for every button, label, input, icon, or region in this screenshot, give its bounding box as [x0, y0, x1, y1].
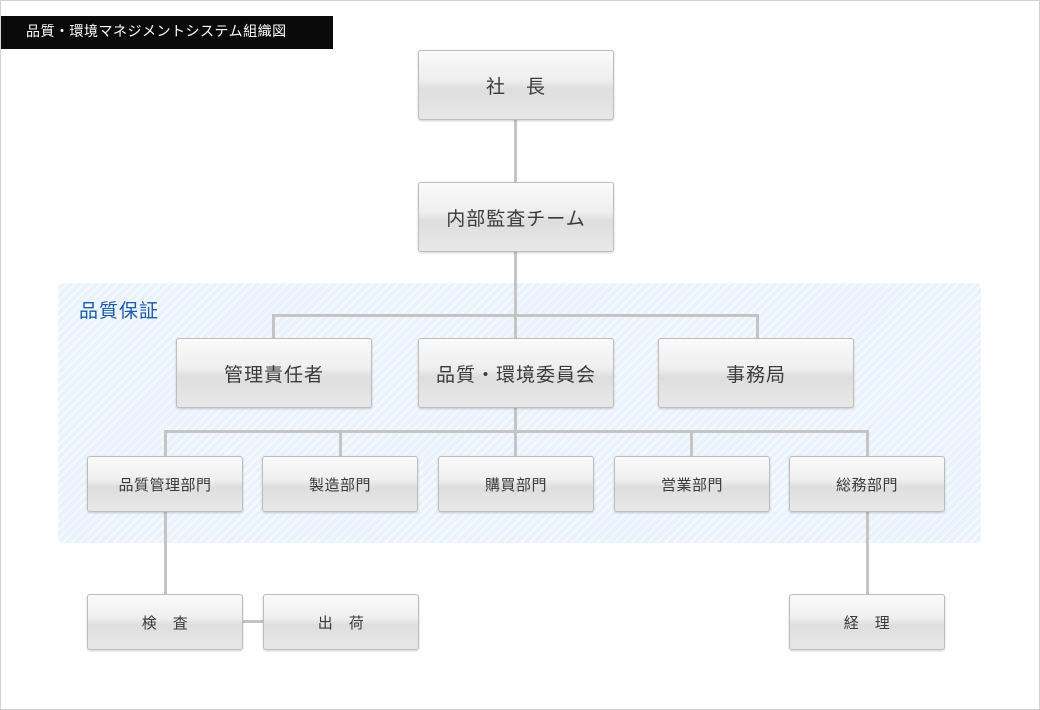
- node-president: 社 長: [418, 50, 614, 120]
- node-purchasing-dept: 購買部門: [438, 456, 594, 512]
- quality-assurance-label: 品質保証: [79, 300, 160, 322]
- connector-mid-left-drop: [272, 314, 275, 339]
- connector-president-audit: [514, 120, 517, 183]
- connector-audit-branch: [514, 252, 517, 315]
- node-inspection: 検 査: [87, 594, 243, 650]
- connector-committee-branch: [514, 407, 517, 432]
- connector-mid-center-drop: [514, 314, 517, 339]
- node-quality-environment-committee: 品質・環境委員会: [418, 338, 614, 408]
- connector-dept-drop-1: [164, 430, 167, 457]
- node-manufacturing-dept: 製造部門: [262, 456, 418, 512]
- node-general-affairs-dept: 総務部門: [789, 456, 945, 512]
- connector-qc-inspection: [164, 511, 167, 595]
- node-quality-control-dept: 品質管理部門: [87, 456, 243, 512]
- connector-dept-drop-3: [514, 430, 517, 457]
- node-sales-dept: 営業部門: [614, 456, 770, 512]
- connector-inspection-shipping: [242, 620, 264, 623]
- node-management-representative: 管理責任者: [176, 338, 372, 408]
- node-accounting: 経 理: [789, 594, 945, 650]
- connector-dept-drop-2: [339, 430, 342, 457]
- page-title: 品質・環境マネジメントシステム組織図: [1, 16, 333, 49]
- connector-dept-drop-5: [866, 430, 869, 457]
- connector-general-accounting: [866, 511, 869, 595]
- connector-mid-right-drop: [756, 314, 759, 339]
- connector-dept-drop-4: [690, 430, 693, 457]
- node-internal-audit: 内部監査チーム: [418, 182, 614, 252]
- node-secretariat: 事務局: [658, 338, 854, 408]
- node-shipping: 出 荷: [263, 594, 419, 650]
